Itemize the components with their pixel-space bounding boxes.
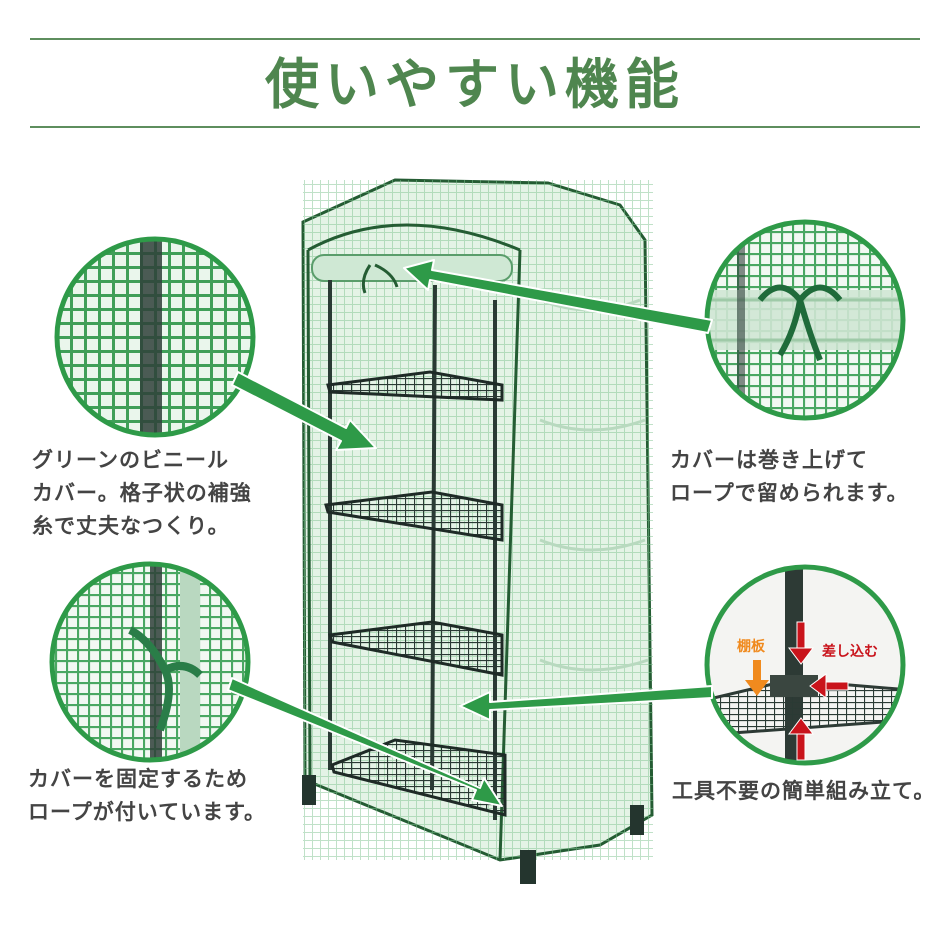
mesh-caption: グリーンのビニール カバー。格子状の補強 糸で丈夫なつくり。 xyxy=(32,448,252,538)
top-rule xyxy=(30,38,920,40)
insert-label: 差し込む xyxy=(822,644,878,660)
mesh-closeup xyxy=(54,236,256,438)
bottom-rule xyxy=(30,126,920,128)
pointer-arrows xyxy=(227,259,713,807)
page-title: 使いやすい機能 xyxy=(265,52,685,116)
shelf-label: 棚板 xyxy=(737,639,765,655)
rollup-caption: カバーは巻き上げて ロープで留められます。 xyxy=(670,448,909,505)
rope-caption: カバーを固定するため ロープが付いています。 xyxy=(28,767,267,824)
rope-closeup xyxy=(49,561,251,763)
rollup-closeup xyxy=(704,219,906,421)
assembly-closeup xyxy=(704,564,906,766)
assembly-caption: 工具不要の簡単組み立て。 xyxy=(672,779,936,803)
